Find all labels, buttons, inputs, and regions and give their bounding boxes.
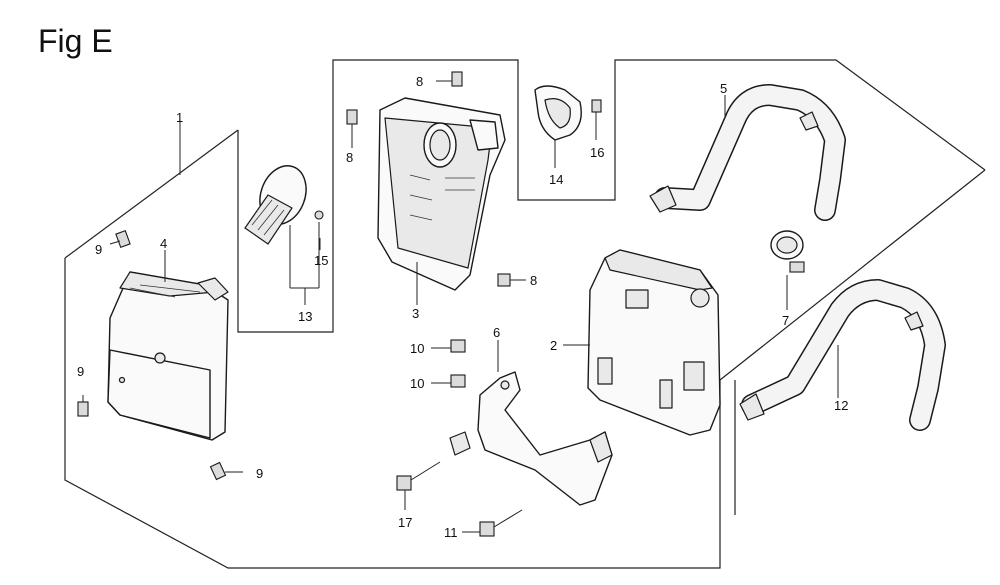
part-spark-arrester [244,165,324,305]
callout-8-left: 8 [346,150,353,165]
callout-9-left: 9 [77,364,84,379]
callout-16: 16 [590,145,604,160]
part-gasket [534,85,582,168]
callout-8-top: 8 [416,74,423,89]
callout-13: 13 [298,309,312,324]
bolt-8-top [436,71,463,87]
callout-1: 1 [176,110,183,125]
callout-15: 15 [314,253,328,268]
callout-3: 3 [412,306,419,321]
bolt-10-lower [431,374,466,388]
callout-12: 12 [834,398,848,413]
bolt-8-right [497,273,526,287]
part-exhaust-pipe-5 [649,84,846,221]
callout-5: 5 [720,81,727,96]
callout-4: 4 [160,236,167,251]
group-outline-main [64,59,986,569]
callout-14: 14 [549,172,563,187]
part-muffler [587,249,721,436]
callout-7: 7 [782,313,789,328]
bolt-8-left [346,109,358,148]
part-exhaust-pipe-12 [739,279,946,431]
part-pipe-clamp [770,230,805,310]
callout-9-bottom: 9 [256,466,263,481]
bolt-10-upper [431,339,466,353]
bolt-17 [396,461,441,510]
part-muffler-protector [377,97,506,291]
bolt-9-bottom [209,461,243,481]
callout-9-top: 9 [95,242,102,257]
callout-2: 2 [550,338,557,353]
part-muffler-stay [449,340,613,506]
bolt-11 [462,509,523,537]
callout-8-right: 8 [530,273,537,288]
part-heat-shield [107,271,229,441]
callout-17: 17 [398,515,412,530]
callout-10-upper: 10 [410,341,424,356]
callout-6: 6 [493,325,500,340]
bolt-9-top [109,230,131,248]
callout-11: 11 [444,525,458,540]
bolt-16 [591,99,602,140]
figure-title: Fig E [38,23,113,59]
callout-10-lower: 10 [410,376,424,391]
bolt-9-left [77,395,89,417]
